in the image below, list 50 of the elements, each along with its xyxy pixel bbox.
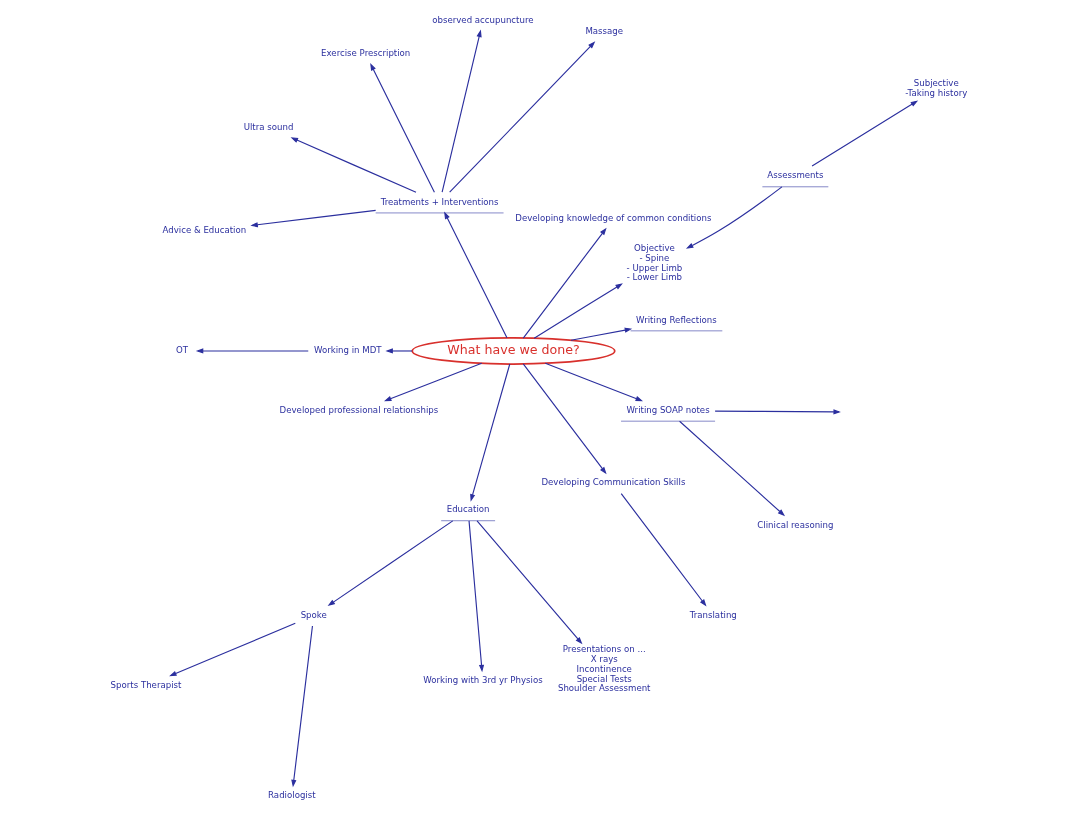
node-text: Ultra sound [243,121,293,132]
node-text: Translating [689,609,737,620]
node-text: Spoke [300,609,327,620]
arrow [467,520,484,673]
node-text: Education [446,504,490,515]
arrow [620,493,707,607]
arrow [685,186,782,249]
node-text: Developing knowledge of common conditions [514,212,711,223]
node-text: Developed professional relationships [279,404,438,415]
arrow [522,363,607,475]
node-text: Massage [584,26,623,37]
node-text: Writing SOAP notes [626,404,710,415]
arrow [327,520,453,607]
node-text: Working in MDT [313,344,382,355]
node-text: Writing Reflections [635,314,717,325]
arrow [290,137,417,193]
arrow [533,283,623,339]
arrow [168,622,296,677]
arrow [714,409,841,415]
node-text: Advice & Education [162,225,246,236]
node-text: Radiologist [267,790,316,801]
arrow [569,327,632,341]
node-text: OT [175,344,188,355]
node-text: Treatments + Interventions [380,196,499,207]
node-text: Sports Therapist [110,680,181,690]
node-text: observed accupuncture [431,14,534,25]
arrow [383,362,482,402]
arrow [522,227,607,339]
arrow [443,211,508,339]
arrow [290,625,313,788]
node-text: Exercise Prescription [320,48,410,59]
arrow [678,420,785,517]
arrow [811,100,918,167]
arrow [369,63,435,193]
arrow [544,362,643,402]
node-text: Subjective -Taking history [904,78,967,99]
node-text: Assessments [766,170,823,181]
arrow [448,41,595,193]
arrow [469,363,510,502]
node-text: Developing Communication Skills [540,477,685,488]
arrow [441,29,482,193]
node-ellipse: What have we done? [410,337,616,365]
node-text: Presentations on ... X rays Incontinence Special Tests Shoulder Assessment [557,644,651,694]
arrow [476,520,582,645]
arrow [249,209,376,228]
arrow [195,348,309,354]
node-text: Clinical reasoning [756,519,833,530]
node-text: Objective - Spine - Upper Limb - Lower Limb [626,243,682,283]
node-text: Working with 3rd yr Physios [422,675,543,686]
arrow [384,348,413,354]
